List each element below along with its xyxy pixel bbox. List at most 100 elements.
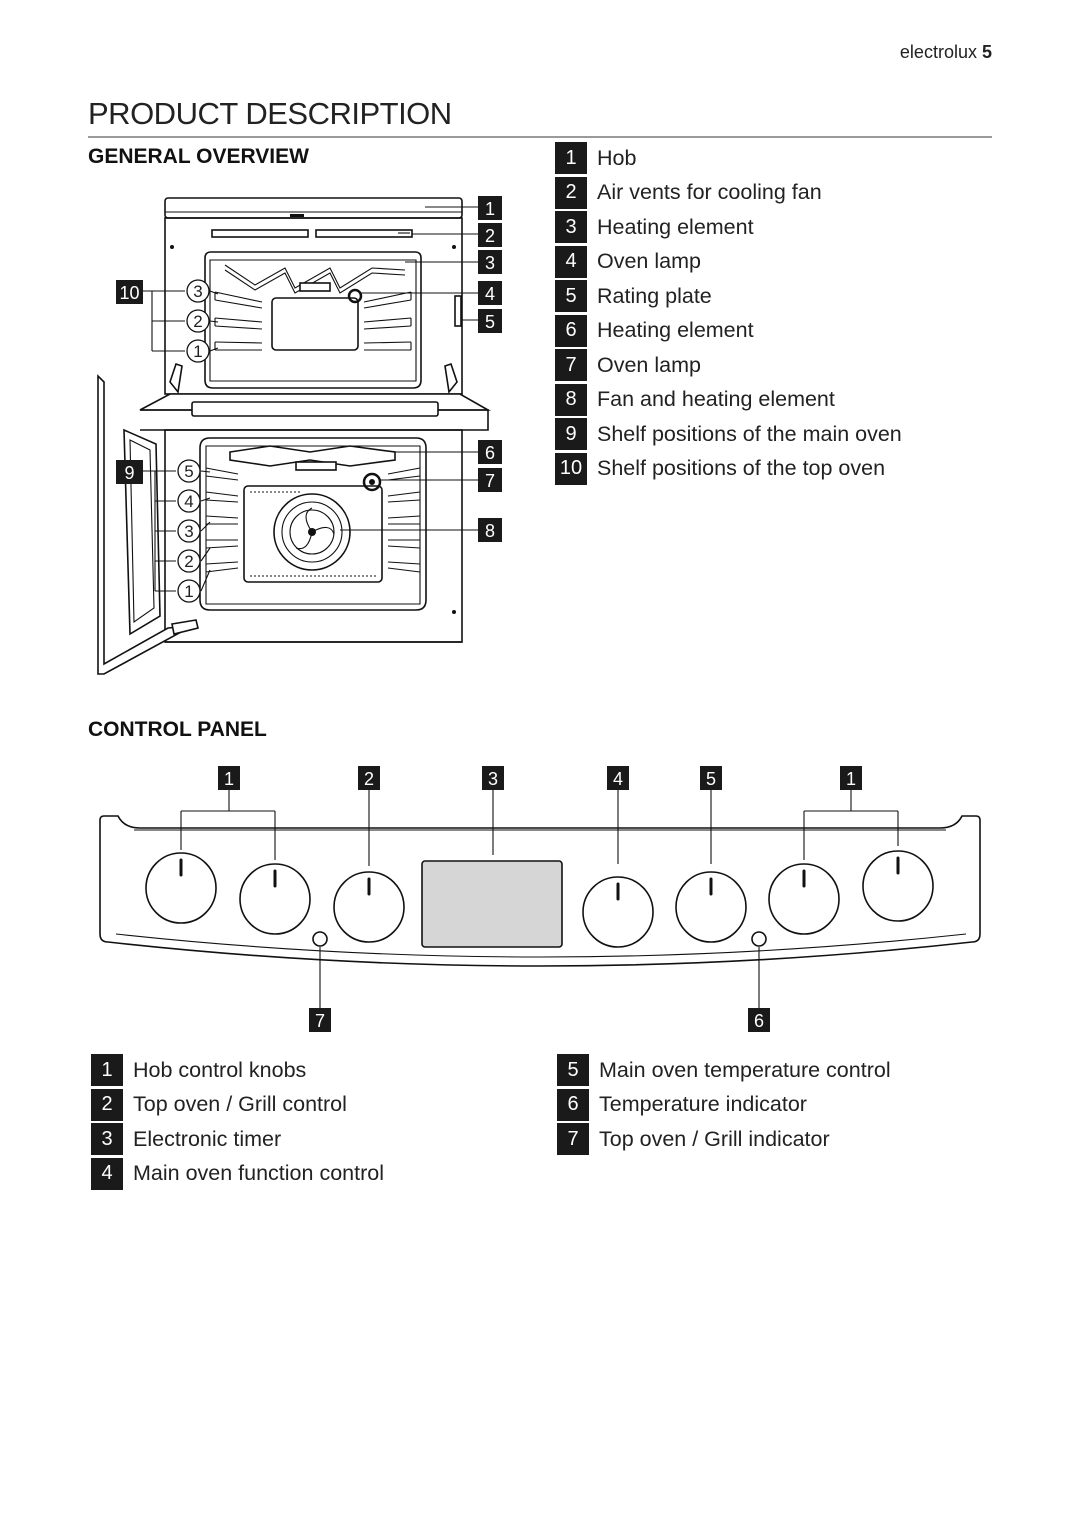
- legend-item: 5 Rating plate: [555, 279, 902, 314]
- svg-text:1: 1: [184, 582, 193, 601]
- legend-label: Heating element: [597, 214, 754, 239]
- svg-text:5: 5: [485, 312, 495, 332]
- legend-item: 3 Heating element: [555, 210, 902, 245]
- overview-callout-7: 7: [478, 468, 502, 492]
- control-panel-heading: CONTROL PANEL: [88, 718, 267, 741]
- hob-control-knob-1[interactable]: [145, 852, 217, 924]
- legend-label: Hob: [597, 145, 637, 170]
- legend-label: Hob control knobs: [133, 1057, 307, 1082]
- top-oven-grill-control-knob[interactable]: [333, 871, 405, 943]
- legend-label: Shelf positions of the top oven: [597, 456, 886, 481]
- overview-callout-9: 9: [116, 460, 143, 484]
- svg-text:3: 3: [184, 522, 193, 541]
- control-callout-1-right: 1: [840, 766, 862, 790]
- legend-number: 7: [555, 349, 587, 382]
- legend-number: 6: [557, 1088, 589, 1121]
- legend-label: Oven lamp: [597, 352, 701, 377]
- overview-leader-lines: [143, 206, 478, 592]
- electronic-timer[interactable]: [421, 860, 563, 948]
- control-callout-2: 2: [358, 766, 380, 790]
- legend-label: Heating element: [597, 318, 754, 343]
- legend-item: 10 Shelf positions of the top oven: [555, 452, 902, 487]
- legend-number: 1: [91, 1054, 123, 1087]
- main-shelf-position-3: 3: [177, 519, 201, 543]
- legend-item: 3 Electronic timer: [91, 1122, 384, 1157]
- control-panel-legend-left: 1 Hob control knobs 2 Top oven / Grill con…: [91, 1053, 384, 1191]
- legend-label: Main oven function control: [133, 1161, 384, 1186]
- legend-label: Fan and heating element: [597, 387, 835, 412]
- main-oven-function-knob[interactable]: [582, 876, 654, 948]
- control-callout-5: 5: [700, 766, 722, 790]
- page-title: PRODUCT DESCRIPTION: [88, 96, 992, 138]
- legend-number: 5: [557, 1054, 589, 1087]
- svg-text:3: 3: [488, 769, 498, 789]
- main-shelf-position-2: 2: [177, 549, 201, 573]
- legend-label: Top oven / Grill indicator: [599, 1126, 830, 1151]
- legend-label: Rating plate: [597, 283, 712, 308]
- page-number: 5: [981, 42, 992, 62]
- svg-text:2: 2: [184, 552, 193, 571]
- overview-callout-1: 1: [478, 196, 502, 220]
- legend-item: 4 Oven lamp: [555, 245, 902, 280]
- top-shelf-position-3: 3: [186, 279, 210, 303]
- legend-item: 1 Hob control knobs: [91, 1053, 384, 1088]
- control-callout-4: 4: [607, 766, 629, 790]
- legend-label: Electronic timer: [133, 1126, 282, 1151]
- overview-callout-6: 6: [478, 440, 502, 464]
- control-leader-lines: [180, 790, 899, 1008]
- hob-control-knob-2[interactable]: [239, 863, 311, 935]
- legend-number: 9: [555, 418, 587, 451]
- control-callout-3: 3: [482, 766, 504, 790]
- svg-text:10: 10: [119, 283, 139, 303]
- legend-number: 2: [91, 1088, 123, 1121]
- legend-item: 1 Hob: [555, 141, 902, 176]
- svg-text:5: 5: [706, 769, 716, 789]
- hob-control-knob-4[interactable]: [862, 850, 934, 922]
- svg-text:4: 4: [613, 769, 623, 789]
- control-panel-diagram: 1 2 3 4 5 1 7 6: [99, 766, 981, 1032]
- overview-callout-2: 2: [478, 223, 502, 247]
- legend-number: 10: [555, 452, 587, 485]
- svg-text:2: 2: [364, 769, 374, 789]
- svg-text:6: 6: [485, 443, 495, 463]
- svg-text:1: 1: [485, 199, 495, 219]
- overview-callout-4: 4: [478, 281, 502, 305]
- legend-label: Top oven / Grill control: [133, 1092, 347, 1117]
- legend-number: 6: [555, 314, 587, 347]
- overview-callout-3: 3: [478, 250, 502, 274]
- legend-number: 3: [91, 1123, 123, 1156]
- legend-number: 7: [557, 1123, 589, 1156]
- legend-number: 3: [555, 211, 587, 244]
- legend-number: 4: [555, 245, 587, 278]
- svg-text:5: 5: [184, 462, 193, 481]
- overview-callout-10: 10: [116, 280, 143, 304]
- svg-text:8: 8: [485, 521, 495, 541]
- overview-callout-5: 5: [478, 309, 502, 333]
- svg-text:4: 4: [184, 492, 193, 511]
- svg-text:2: 2: [485, 226, 495, 246]
- main-oven-temperature-knob[interactable]: [675, 871, 747, 943]
- svg-text:1: 1: [846, 769, 856, 789]
- main-shelf-position-5: 5: [177, 459, 201, 483]
- legend-item: 2 Top oven / Grill control: [91, 1088, 384, 1123]
- control-callout-1-left: 1: [218, 766, 240, 790]
- control-callout-7: 7: [309, 1008, 331, 1032]
- hob-control-knob-3[interactable]: [768, 863, 840, 935]
- oven-overview-diagram: 1 2 3 4 5 6 7 8 10 9 3 2 1 5 4 3 2 1: [97, 196, 502, 675]
- svg-text:4: 4: [485, 284, 495, 304]
- top-shelf-position-1: 1: [186, 339, 210, 363]
- svg-text:9: 9: [124, 463, 134, 483]
- top-shelf-position-2: 2: [186, 309, 210, 333]
- legend-label: Oven lamp: [597, 249, 701, 274]
- control-callout-6: 6: [748, 1008, 770, 1032]
- legend-item: 7 Oven lamp: [555, 348, 902, 383]
- svg-text:3: 3: [193, 282, 202, 301]
- legend-number: 1: [555, 142, 587, 175]
- legend-number: 5: [555, 280, 587, 313]
- svg-text:1: 1: [224, 769, 234, 789]
